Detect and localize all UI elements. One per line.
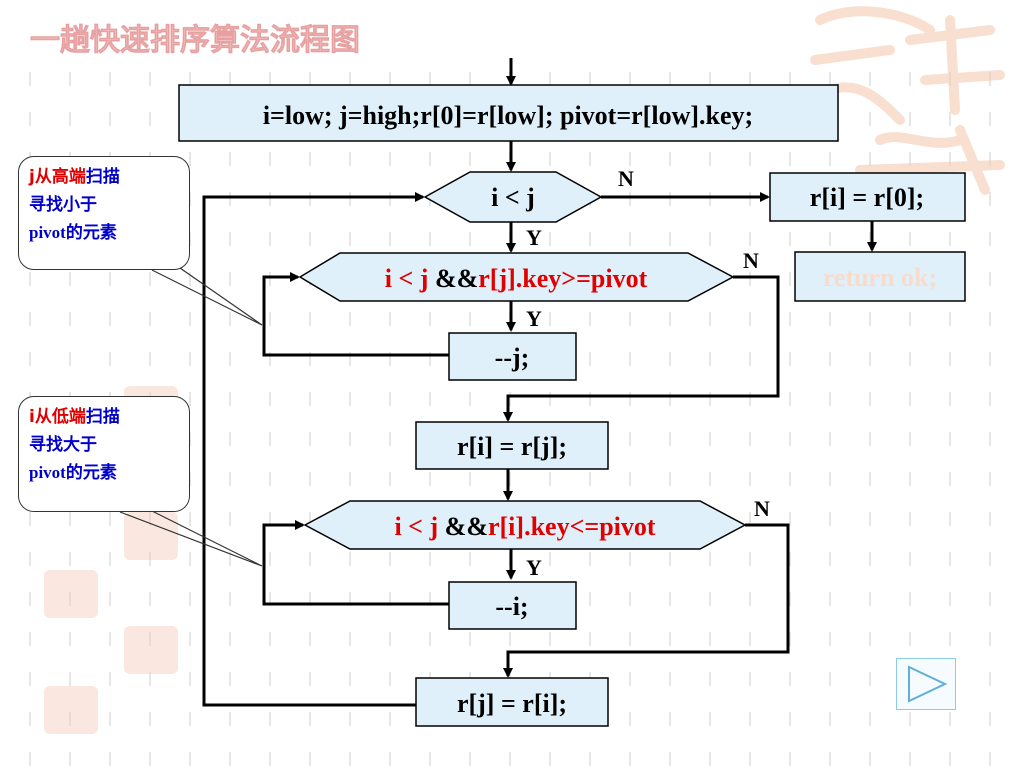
callout-var: i: [29, 407, 35, 427]
loop-arrow: [262, 520, 449, 606]
assign-ij-box: r[i] = r[j];: [415, 421, 609, 470]
callout-pivot: pivot: [29, 223, 66, 242]
label-no: N: [618, 166, 634, 191]
cond-part: i < j: [385, 264, 429, 293]
decision-text: i < j: [491, 183, 535, 212]
callout-line: pivot的元素: [29, 459, 179, 487]
callout-i-scan: i从低端扫描 寻找大于 pivot的元素: [18, 396, 190, 512]
label-no: N: [754, 496, 770, 521]
callout-pivot: pivot: [29, 463, 66, 482]
decision-scan-j: i < j &&r[j].key>=pivot: [298, 252, 735, 302]
callout-action: 扫描: [85, 407, 120, 427]
callout-tail: 的元素: [65, 463, 117, 483]
cond-part: r[i].key<=pivot: [488, 512, 656, 541]
logo-watermark: [810, 6, 1005, 195]
callout-line: pivot的元素: [29, 219, 179, 247]
assign-r0-text: r[i] = r[0];: [810, 183, 924, 212]
callout-pointer: [119, 267, 263, 567]
seal-stamp: [124, 626, 178, 674]
label-yes: Y: [526, 306, 542, 331]
dec-i-box: --i;: [448, 581, 577, 630]
assign-ij-text: r[i] = r[j];: [457, 432, 567, 461]
decision-text: i < j &&r[i].key<=pivot: [394, 512, 655, 541]
outer-loop-arrow: [202, 192, 425, 707]
callout-line: 寻找小于: [29, 195, 97, 215]
init-text: i=low; j=high;r[0]=r[low]; pivot=r[low].…: [263, 101, 753, 130]
cond-part: i < j: [394, 512, 438, 541]
dec-j-box: --j;: [448, 332, 577, 381]
play-triangle-icon: [908, 665, 948, 703]
return-text: return ok;: [823, 263, 937, 292]
loop-arrow: [262, 272, 449, 357]
label-yes: Y: [526, 555, 542, 580]
callout-j-scan: j从高端扫描 寻找小于 pivot的元素: [18, 156, 190, 270]
label-no: N: [743, 248, 759, 273]
arrow-no: [503, 523, 790, 678]
dec-j-text: --j;: [495, 343, 530, 372]
assign-ji-box: r[j] = r[i];: [415, 677, 609, 727]
assign-ji-text: r[j] = r[i];: [457, 689, 567, 718]
callout-line: 寻找大于: [29, 435, 97, 455]
callout-line: i从低端扫描: [29, 403, 179, 431]
seal-stamp: [44, 686, 98, 734]
next-slide-button[interactable]: [896, 658, 956, 710]
cond-part: r[j].key>=pivot: [478, 264, 647, 293]
label-yes: Y: [526, 225, 542, 250]
cond-part: &&: [438, 512, 488, 541]
return-box: return ok;: [794, 251, 966, 302]
callout-action: 扫描: [85, 167, 120, 187]
callout-tail: 的元素: [65, 223, 117, 243]
callout-from: 从低端: [34, 407, 86, 427]
seal-stamp: [44, 570, 98, 618]
decision-scan-i: i < j &&r[i].key<=pivot: [303, 500, 747, 550]
decision-i-lt-j: i < j: [423, 171, 603, 223]
arrow-no: [503, 275, 780, 422]
init-box: i=low; j=high;r[0]=r[low]; pivot=r[low].…: [178, 84, 839, 142]
callout-line: j从高端扫描: [29, 163, 179, 191]
page-title: 一趟快速排序算法流程图: [30, 23, 360, 58]
decision-text: i < j &&r[j].key>=pivot: [385, 264, 648, 293]
callout-var: j: [29, 167, 35, 187]
cond-part: &&: [428, 264, 478, 293]
assign-r0-box: r[i] = r[0];: [769, 172, 966, 222]
dec-i-text: --i;: [495, 592, 528, 621]
callout-from: 从高端: [34, 167, 86, 187]
